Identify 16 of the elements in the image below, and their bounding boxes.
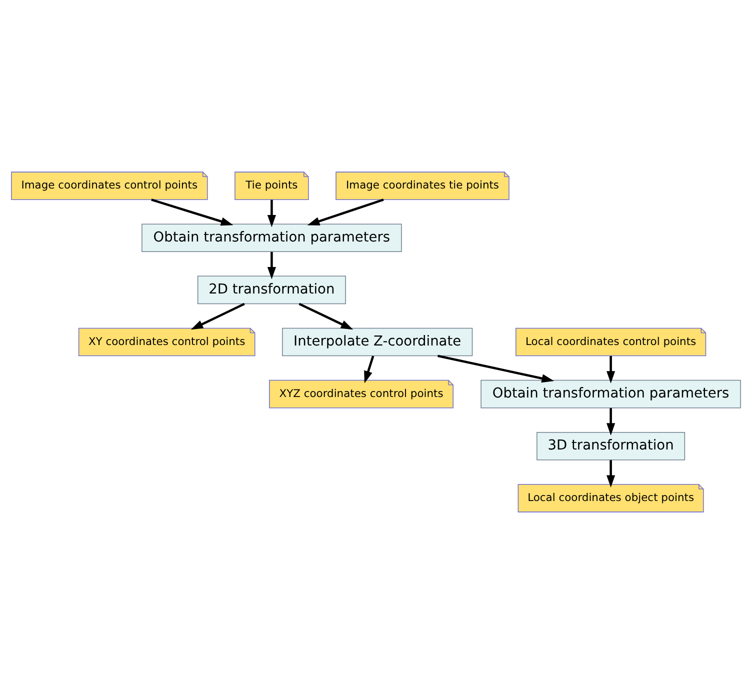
arrow [606,356,616,384]
arrow [307,198,384,226]
arrow [606,460,616,488]
arrow [438,354,554,383]
arrow [364,356,374,384]
node-box: 3D transformation [536,432,686,460]
node-box: Interpolate Z-coordinate [282,328,473,356]
arrow [151,198,234,226]
arrow [190,302,245,330]
node-box: Obtain transformation parameters [142,224,402,252]
node-box: 2D transformation [197,276,346,304]
arrow [267,252,276,280]
node-box: Obtain transformation parameters [480,380,741,408]
arrow [298,302,354,330]
arrow [267,200,276,228]
arrow [606,408,616,436]
